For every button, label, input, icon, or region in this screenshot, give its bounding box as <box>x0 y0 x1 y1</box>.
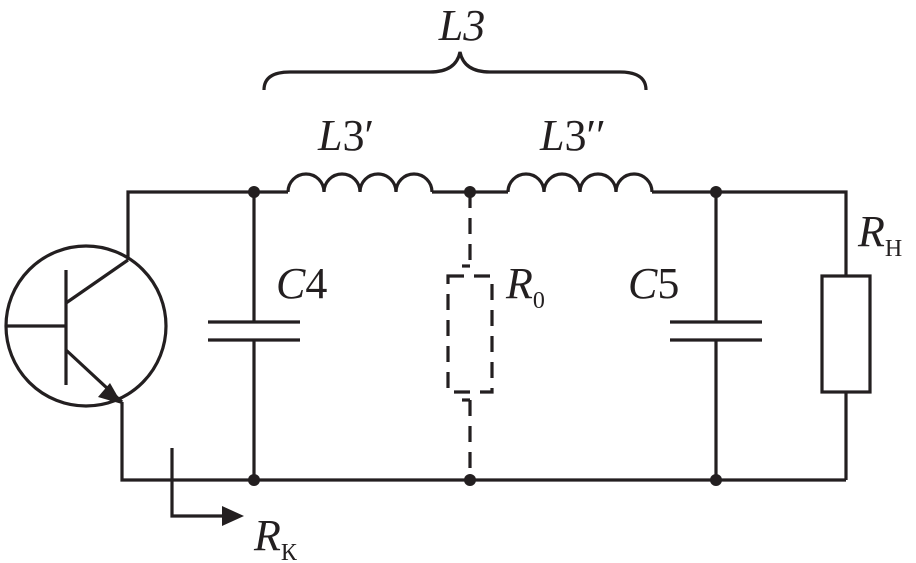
junction-dot <box>464 474 476 486</box>
inductor-l3-prime <box>286 172 434 193</box>
wire-right-top <box>652 190 848 276</box>
capacitor-c5 <box>670 192 762 480</box>
rk-arrow-line <box>170 448 224 518</box>
label-c4: C4 <box>276 259 327 308</box>
junction-dot <box>464 186 476 198</box>
label-l3-double-prime: L3′′ <box>539 111 606 160</box>
resistor-r0-dashed <box>446 192 494 480</box>
label-l3-prime: L3′ <box>317 111 374 160</box>
label-rk: RК <box>253 511 298 563</box>
junction-dot <box>710 186 722 198</box>
junction-dot <box>710 474 722 486</box>
junction-dot <box>248 474 260 486</box>
label-r0: R0 <box>505 259 545 314</box>
label-l3: L3 <box>438 1 485 50</box>
wiring <box>120 190 848 482</box>
inductor-l3-double-prime <box>506 172 654 193</box>
wire-bottom-rail <box>120 402 846 482</box>
transistor <box>4 244 168 408</box>
l3-brace <box>262 51 648 91</box>
transistor-collector <box>65 258 129 305</box>
label-rh: RН <box>857 207 902 262</box>
rk-arrow-icon <box>222 506 244 526</box>
resistor-rh <box>820 274 872 394</box>
wire-collector-top <box>126 190 288 260</box>
junction-dot <box>248 186 260 198</box>
emitter-arrow-icon <box>98 383 122 404</box>
rk-indicator <box>170 448 244 526</box>
label-c5: C5 <box>628 259 679 308</box>
capacitor-c4 <box>208 192 300 480</box>
